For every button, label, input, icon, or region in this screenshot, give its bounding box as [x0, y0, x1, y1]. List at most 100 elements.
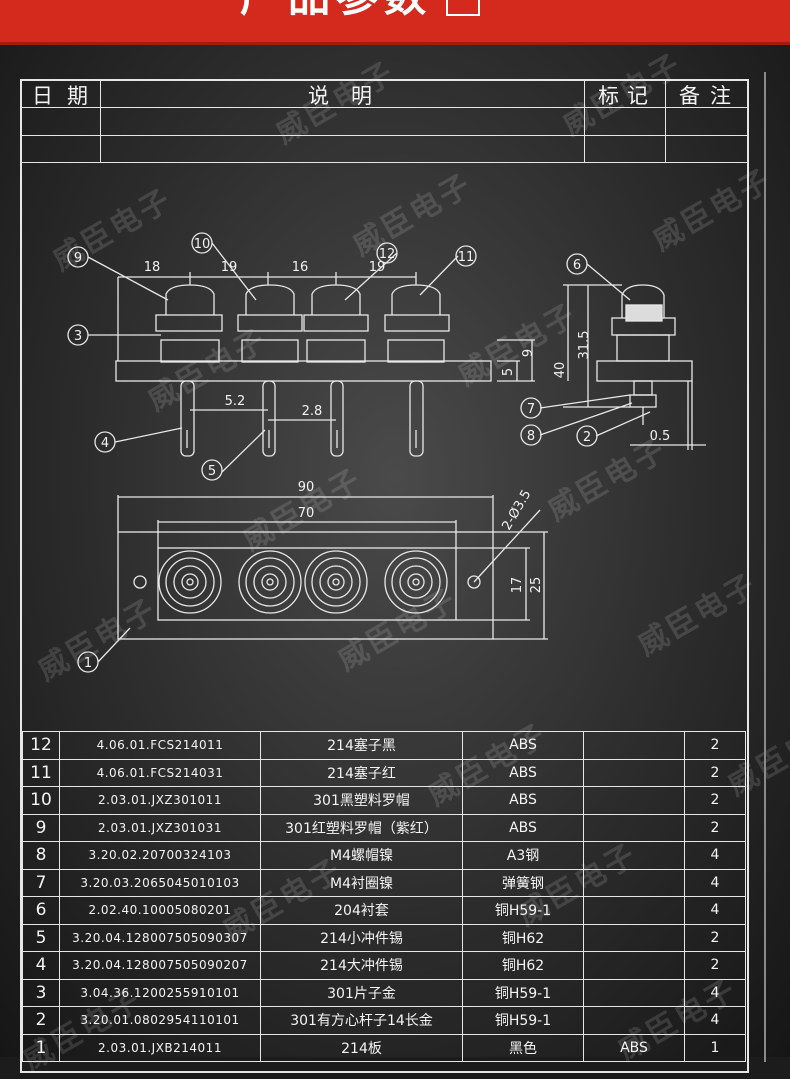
- side-plate: [596, 360, 693, 382]
- dim-5: 5: [501, 368, 516, 376]
- top-recess: [157, 547, 457, 621]
- mount-hole: [467, 575, 481, 589]
- bom-no: 5: [22, 923, 60, 952]
- title-block-line: [20, 107, 747, 108]
- terminal-top: [304, 550, 368, 614]
- bom-remark: [583, 786, 685, 815]
- bom-no: 7: [22, 868, 60, 897]
- dimension-labels: 18 19 16 19 5.2 2.8 9 5 31.5 40 0.5 90 7…: [144, 260, 671, 593]
- bom-remark: [583, 1006, 685, 1035]
- title-block-divider: [665, 79, 666, 163]
- bom-material: 黑色: [462, 1033, 584, 1062]
- date-header: 日期: [32, 84, 102, 108]
- mark-header: 标记: [598, 84, 656, 108]
- balloon-11: 11: [458, 250, 475, 265]
- bom-material: ABS: [462, 813, 584, 842]
- bom-material: ABS: [462, 786, 584, 815]
- bom-remark: [583, 841, 685, 870]
- banner-title: 产品参数: [240, 0, 432, 18]
- bom-code: 3.20.01.0802954110101: [59, 1006, 261, 1035]
- bom-no: 3: [22, 978, 60, 1007]
- bom-code: 2.03.01.JXB214011: [59, 1033, 261, 1062]
- bom-qty: 2: [684, 951, 746, 980]
- bom-code: 3.20.04.128007505090207: [59, 951, 261, 980]
- pin: [262, 380, 276, 457]
- envelope-icon: [446, 0, 480, 16]
- bom-name: 301红塑料罗帽（紫红）: [260, 813, 463, 842]
- dim-25: 25: [529, 577, 544, 594]
- cap: [165, 284, 215, 315]
- balloon-5: 5: [208, 464, 216, 479]
- bom-remark: [583, 923, 685, 952]
- balloon-10: 10: [194, 237, 211, 252]
- terminal-top: [238, 550, 302, 614]
- description-header: 说明: [308, 84, 394, 108]
- bom-code: 3.20.02.20700324103: [59, 841, 261, 870]
- dim-5-2: 5.2: [225, 394, 246, 409]
- pin: [180, 380, 195, 457]
- bom-name: M4衬圈镍: [260, 868, 463, 897]
- bom-material: 铜H62: [462, 923, 584, 952]
- bom-qty: 4: [684, 841, 746, 870]
- balloon-4: 4: [101, 436, 109, 451]
- bom-remark: [583, 868, 685, 897]
- bom-material: 铜H59-1: [462, 1006, 584, 1035]
- bom-code: 2.03.01.JXZ301031: [59, 813, 261, 842]
- bom-remark: [583, 813, 685, 842]
- bom-material: 弹簧钢: [462, 868, 584, 897]
- bom-name: 214塞子红: [260, 758, 463, 787]
- side-thread: [625, 304, 663, 322]
- dim-0-5: 0.5: [650, 429, 671, 444]
- balloon-1: 1: [84, 656, 92, 671]
- side-body: [616, 334, 670, 362]
- dim-31-5: 31.5: [577, 331, 592, 360]
- cap: [311, 284, 361, 315]
- side-nut: [629, 394, 657, 408]
- mount-hole: [133, 575, 147, 589]
- dim-19: 19: [221, 260, 238, 275]
- bom-no: 2: [22, 1006, 60, 1035]
- bom-code: 4.06.01.FCS214031: [59, 758, 261, 787]
- bom-qty: 2: [684, 758, 746, 787]
- balloon-2: 2: [583, 430, 591, 445]
- bom-code: 2.02.40.10005080201: [59, 896, 261, 925]
- bom-material: 铜H62: [462, 951, 584, 980]
- dim-19: 19: [369, 260, 386, 275]
- bom-material: ABS: [462, 758, 584, 787]
- bom-material: ABS: [462, 731, 584, 760]
- dim-9: 9: [521, 349, 536, 357]
- terminal-top: [384, 550, 448, 614]
- title-block-divider: [584, 79, 585, 163]
- bom-qty: 4: [684, 1006, 746, 1035]
- bom-no: 9: [22, 813, 60, 842]
- dim-2-8: 2.8: [302, 404, 323, 419]
- dim-18: 18: [144, 260, 161, 275]
- title-banner: 产品参数: [0, 0, 790, 45]
- remark-header: 备注: [679, 84, 741, 108]
- balloon-labels: 9 10 12 11 3 4 5 6 7 8 2 1: [74, 237, 591, 671]
- bom-name: 301有方心杆子14长金: [260, 1006, 463, 1035]
- dim-40: 40: [553, 362, 568, 379]
- balloon-9: 9: [74, 251, 82, 266]
- balloon-3: 3: [74, 329, 82, 344]
- bom-no: 12: [22, 731, 60, 760]
- pin: [330, 380, 344, 457]
- bom-remark: ABS: [583, 1033, 685, 1062]
- dim-70: 70: [298, 506, 315, 521]
- bom-name: 204衬套: [260, 896, 463, 925]
- bom-material: 铜H59-1: [462, 978, 584, 1007]
- balloon-6: 6: [573, 258, 581, 273]
- bom-material: A3钢: [462, 841, 584, 870]
- bom-no: 8: [22, 841, 60, 870]
- bom-no: 1: [22, 1033, 60, 1062]
- bom-name: 214板: [260, 1033, 463, 1062]
- bom-name: 214大冲件锡: [260, 951, 463, 980]
